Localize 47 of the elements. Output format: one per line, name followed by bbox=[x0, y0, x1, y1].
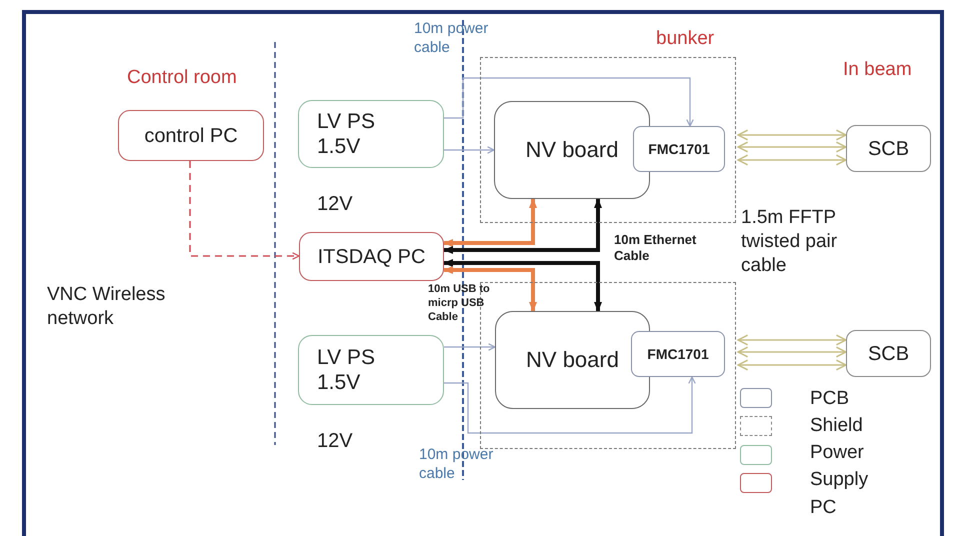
block-label: FMC1701 bbox=[648, 140, 710, 158]
connector-arrow bbox=[444, 343, 496, 351]
block-label: NV board bbox=[526, 346, 619, 374]
voltage-label: 12V bbox=[317, 430, 353, 453]
block-label: LV PS 1.5V bbox=[317, 108, 376, 160]
shield-box bbox=[480, 57, 736, 223]
text-label: VNC Wireless network bbox=[47, 283, 166, 330]
block-label: LV PS 1.5V bbox=[317, 344, 376, 396]
connector-arrow bbox=[444, 376, 696, 434]
block-label: FMC1701 bbox=[647, 346, 709, 362]
block-box bbox=[299, 232, 444, 281]
block-box bbox=[846, 330, 931, 377]
legend-label: Shield bbox=[810, 414, 863, 438]
connector-arrow bbox=[189, 161, 300, 260]
block-label: SCB bbox=[868, 342, 910, 366]
block-label: NV board bbox=[526, 136, 618, 164]
connector-arrow bbox=[737, 141, 847, 153]
connector-arrow bbox=[443, 198, 602, 254]
connector-arrow bbox=[737, 334, 847, 346]
connector-arrow bbox=[737, 129, 847, 141]
legend-label: Power Supply bbox=[810, 441, 870, 492]
text-label: 1.5m FFTP twisted pair cable bbox=[741, 206, 838, 278]
connector-arrow bbox=[737, 346, 847, 358]
block-box bbox=[846, 125, 931, 172]
connector-arrow bbox=[444, 77, 694, 127]
connector-arrow bbox=[444, 146, 495, 154]
voltage-label: 12V bbox=[317, 193, 353, 216]
text-label: 10m USB to micrp USB Cable bbox=[428, 283, 491, 324]
block-box bbox=[633, 126, 725, 172]
text-label: Control room bbox=[127, 66, 237, 90]
block-box bbox=[631, 331, 725, 377]
block-label: SCB bbox=[868, 136, 910, 160]
connector-arrow bbox=[443, 266, 537, 312]
connector-arrow bbox=[443, 259, 602, 312]
legend-label: PC bbox=[810, 496, 836, 520]
connector-arrow bbox=[737, 359, 847, 371]
block-box bbox=[118, 110, 264, 161]
text-label: 10m Ethernet Cable bbox=[614, 232, 698, 264]
text-label: bunker bbox=[656, 27, 714, 51]
connector-arrow bbox=[443, 198, 537, 247]
block-label: ITSDAQ PC bbox=[318, 244, 426, 268]
block-label: control PC bbox=[144, 124, 238, 148]
legend-label: PCB bbox=[810, 387, 850, 411]
text-label: In beam bbox=[843, 58, 912, 82]
text-label: 10m power cable bbox=[414, 20, 490, 58]
connector-arrow bbox=[737, 154, 847, 166]
text-label: 10m power cable bbox=[419, 446, 494, 484]
